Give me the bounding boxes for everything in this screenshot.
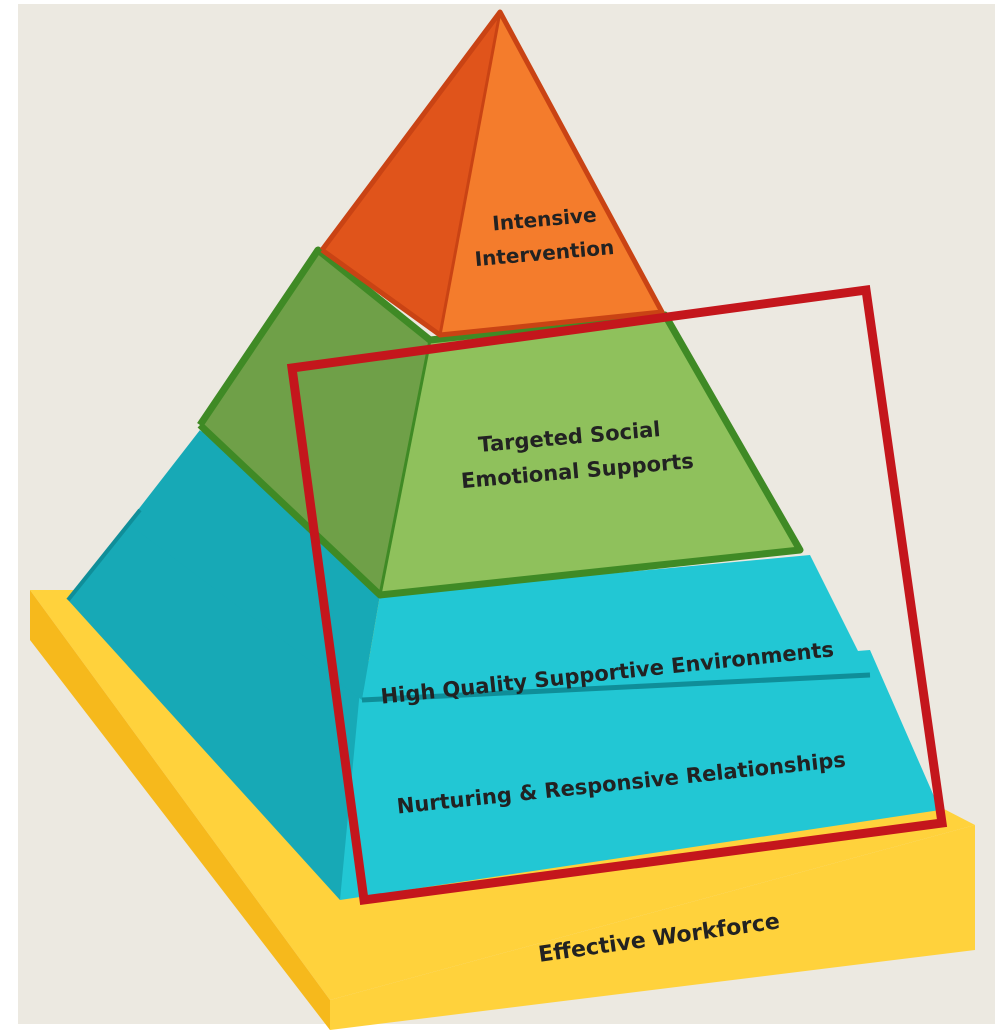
intensive-ridge [438, 11, 502, 336]
relationships-front-face [340, 650, 940, 900]
relationships-left-face [68, 430, 390, 900]
highlight-frame [286, 284, 948, 906]
environments-left-face [130, 420, 380, 700]
base-left-face [30, 590, 330, 1030]
tier-targeted: Targeted Social Emotional Supports [197, 246, 804, 599]
environments-front-face [362, 555, 870, 700]
base-front-face [330, 825, 975, 1030]
environments-divider [361, 672, 871, 703]
intensive-front-face [440, 12, 662, 335]
targeted-left-face [200, 250, 430, 595]
tier-relationships: Nurturing & Responsive Relationships [68, 430, 940, 900]
intensive-outline [319, 9, 665, 338]
teal-left-edge [66, 508, 142, 602]
targeted-ridge [378, 339, 432, 596]
targeted-front-face [380, 315, 800, 595]
tier-intensive: Intensive Intervention [319, 9, 665, 338]
intensive-left-face [322, 12, 500, 335]
